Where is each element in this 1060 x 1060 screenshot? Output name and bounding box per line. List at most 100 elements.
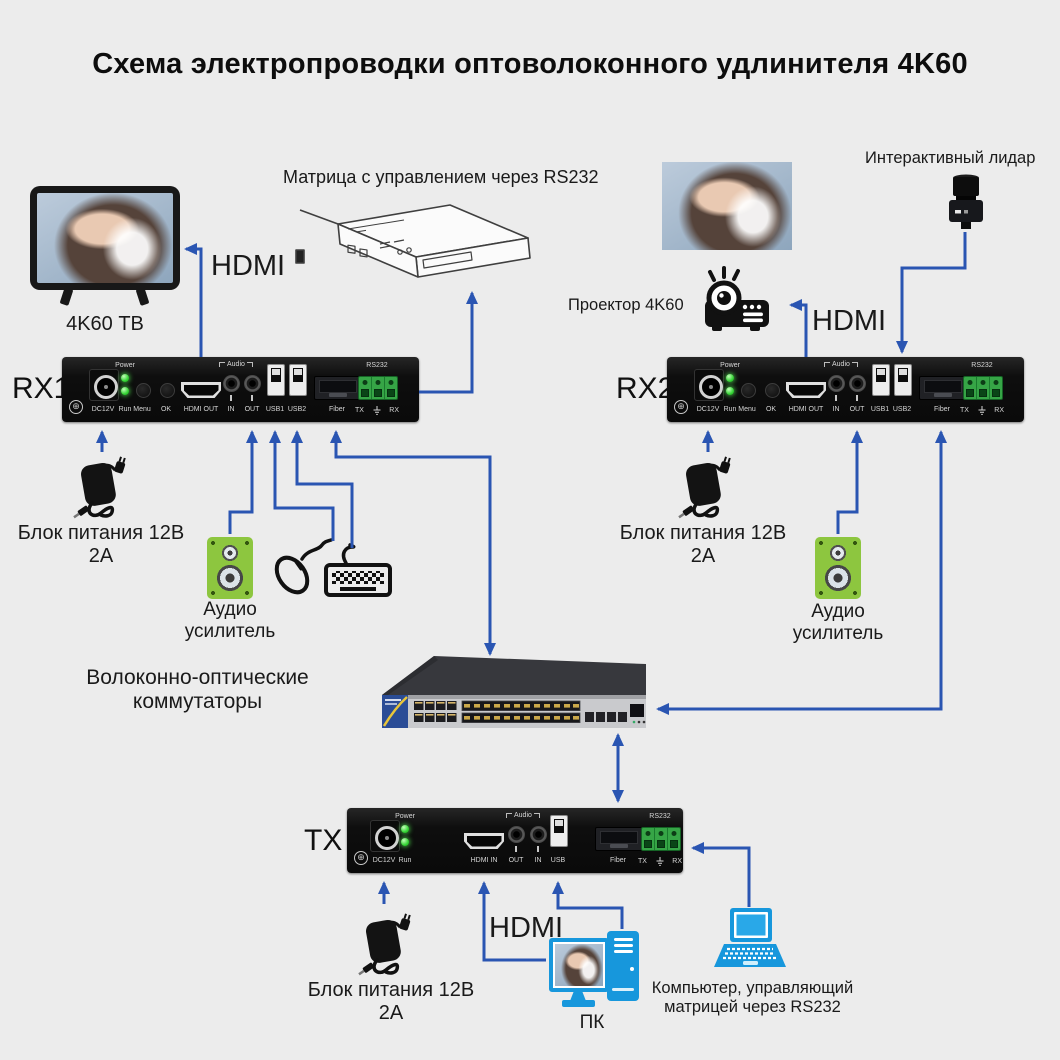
audio-bracket: Audio bbox=[824, 361, 858, 369]
port-label-rx: RX bbox=[389, 407, 399, 414]
port-label-menu: Menu bbox=[133, 406, 151, 413]
port-label-dc12v: DC12V bbox=[91, 406, 115, 413]
port-label-power: Power bbox=[115, 362, 135, 369]
ground-screw-icon: ⊕ bbox=[674, 400, 688, 414]
port-label-fiber: Fiber bbox=[329, 406, 345, 413]
usb2-port-icon bbox=[289, 364, 307, 396]
power-supply-icon bbox=[68, 455, 138, 519]
arrow-rx1-hdmi-to-tv bbox=[184, 243, 203, 357]
tx-extender: ⊕ Power Audio RS232 DC12V Run HDMI IN OU… bbox=[347, 808, 683, 873]
audio-amp-label-line2: усилитель bbox=[184, 621, 276, 642]
port-label-run: Run bbox=[398, 857, 412, 864]
port-label-out: OUT bbox=[849, 406, 865, 413]
rx2-label: RX2 bbox=[616, 372, 675, 405]
audio-in-jack-icon bbox=[828, 375, 845, 392]
usb2-port-icon bbox=[894, 364, 912, 396]
rs232-pin-labels: TX RX bbox=[355, 406, 399, 415]
usb1-port-icon bbox=[267, 364, 285, 396]
hdmi-in-port-icon bbox=[464, 833, 504, 849]
port-label-run: Run bbox=[118, 406, 132, 413]
run-led-icon bbox=[726, 387, 734, 395]
port-label-rs232: RS232 bbox=[366, 362, 388, 369]
keyboard-icon bbox=[324, 543, 392, 597]
port-label-usb: USB bbox=[550, 857, 566, 864]
mouse-icon bbox=[274, 538, 333, 595]
port-label-tx: TX bbox=[638, 858, 647, 865]
power-led-icon bbox=[121, 374, 129, 382]
port-label-usb2: USB2 bbox=[892, 406, 912, 413]
hdmi-out-port-icon bbox=[181, 382, 221, 398]
usb1-port-icon bbox=[872, 364, 890, 396]
jack-tick bbox=[537, 846, 539, 852]
audio-bracket: Audio bbox=[506, 812, 540, 820]
port-label-hdmi-in: HDMI IN bbox=[470, 857, 498, 864]
port-label-usb2: USB2 bbox=[287, 406, 307, 413]
arrow-rx2-hdmi-to-projector bbox=[789, 299, 808, 357]
audio-bracket: Audio bbox=[219, 361, 253, 369]
pc-tower-icon bbox=[607, 931, 639, 1001]
power-led-icon bbox=[401, 825, 409, 833]
arrow-rx1-rs232-to-matrix bbox=[419, 291, 478, 394]
laptop-icon bbox=[714, 908, 786, 967]
psu-label: Блок питания 12В 2А bbox=[619, 522, 787, 567]
rx1-extender: ⊕ Power Audio RS232 DC12V Run Menu OK HD… bbox=[62, 357, 419, 422]
dc-jack-icon bbox=[89, 369, 119, 401]
ground-screw-icon: ⊕ bbox=[69, 400, 83, 414]
hdmi-label-projector: HDMI bbox=[812, 305, 887, 337]
fiber-switch-icon bbox=[382, 656, 646, 728]
matrix-sketch-icon bbox=[295, 204, 531, 278]
arrow-pc-to-tx-usb bbox=[552, 881, 624, 929]
earth-ground-icon bbox=[656, 857, 664, 866]
port-label-hdmi-out: HDMI OUT bbox=[788, 406, 824, 413]
jack-tick bbox=[835, 395, 837, 401]
tv-icon bbox=[30, 186, 180, 290]
port-label-rx: RX bbox=[994, 407, 1004, 414]
port-label-out: OUT bbox=[508, 857, 524, 864]
audio-amp-label: Аудио усилитель bbox=[160, 599, 300, 643]
rx1-label: RX1 bbox=[12, 372, 71, 405]
audio-in-jack-icon bbox=[530, 826, 547, 843]
hdmi-out-port-icon bbox=[786, 382, 826, 398]
port-label-menu: Menu bbox=[738, 406, 756, 413]
audio-in-jack-icon bbox=[223, 375, 240, 392]
speaker-icon bbox=[207, 537, 253, 599]
port-label-ok: OK bbox=[160, 406, 172, 413]
port-label-power: Power bbox=[720, 362, 740, 369]
menu-button-icon bbox=[136, 383, 151, 398]
port-label-dc12v: DC12V bbox=[372, 857, 396, 864]
lidar-label: Интерактивный лидар bbox=[865, 149, 1036, 167]
port-label-usb1: USB1 bbox=[265, 406, 285, 413]
audio-amp-label-line2: усилитель bbox=[792, 623, 884, 644]
fiber-switch-label: Волоконно-оптические коммутаторы bbox=[80, 666, 315, 714]
mouse-keyboard-icons bbox=[274, 538, 392, 597]
psu-label: Блок питания 12В 2А bbox=[307, 979, 475, 1024]
power-led-icon bbox=[726, 374, 734, 382]
port-label-in: IN bbox=[534, 857, 542, 864]
earth-ground-icon bbox=[373, 406, 381, 415]
tx-label: TX bbox=[304, 824, 343, 857]
power-supply-icon bbox=[673, 455, 743, 519]
pc-monitor-stand bbox=[570, 992, 586, 1001]
port-label-tx: TX bbox=[960, 407, 969, 414]
port-label-fiber: Fiber bbox=[934, 406, 950, 413]
rs232-pin-labels: TX RX bbox=[638, 857, 682, 866]
audio-amp-label: Аудио усилитель bbox=[768, 601, 908, 645]
computer-label-line1: Компьютер, управляющий bbox=[651, 979, 854, 997]
rs232-terminal-icon bbox=[641, 827, 681, 851]
jack-tick bbox=[856, 395, 858, 401]
audio-out-jack-icon bbox=[508, 826, 525, 843]
port-label-usb1: USB1 bbox=[870, 406, 890, 413]
jack-tick bbox=[230, 395, 232, 401]
rs232-pin-labels: TX RX bbox=[960, 406, 1004, 415]
port-label-fiber: Fiber bbox=[610, 857, 626, 864]
projected-photo bbox=[662, 162, 792, 250]
menu-button-icon bbox=[741, 383, 756, 398]
port-label-rs232: RS232 bbox=[971, 362, 993, 369]
rs232-terminal-icon bbox=[358, 376, 398, 400]
rx2-extender: ⊕ Power Audio RS232 DC12V Run Menu OK HD… bbox=[667, 357, 1024, 422]
computer-label-line2: матрицей через RS232 bbox=[664, 998, 841, 1016]
port-label-audio: Audio bbox=[514, 812, 532, 819]
speaker-icon bbox=[815, 537, 861, 599]
audio-amp-label-line1: Аудио bbox=[811, 601, 865, 622]
port-label-run: Run bbox=[723, 406, 737, 413]
